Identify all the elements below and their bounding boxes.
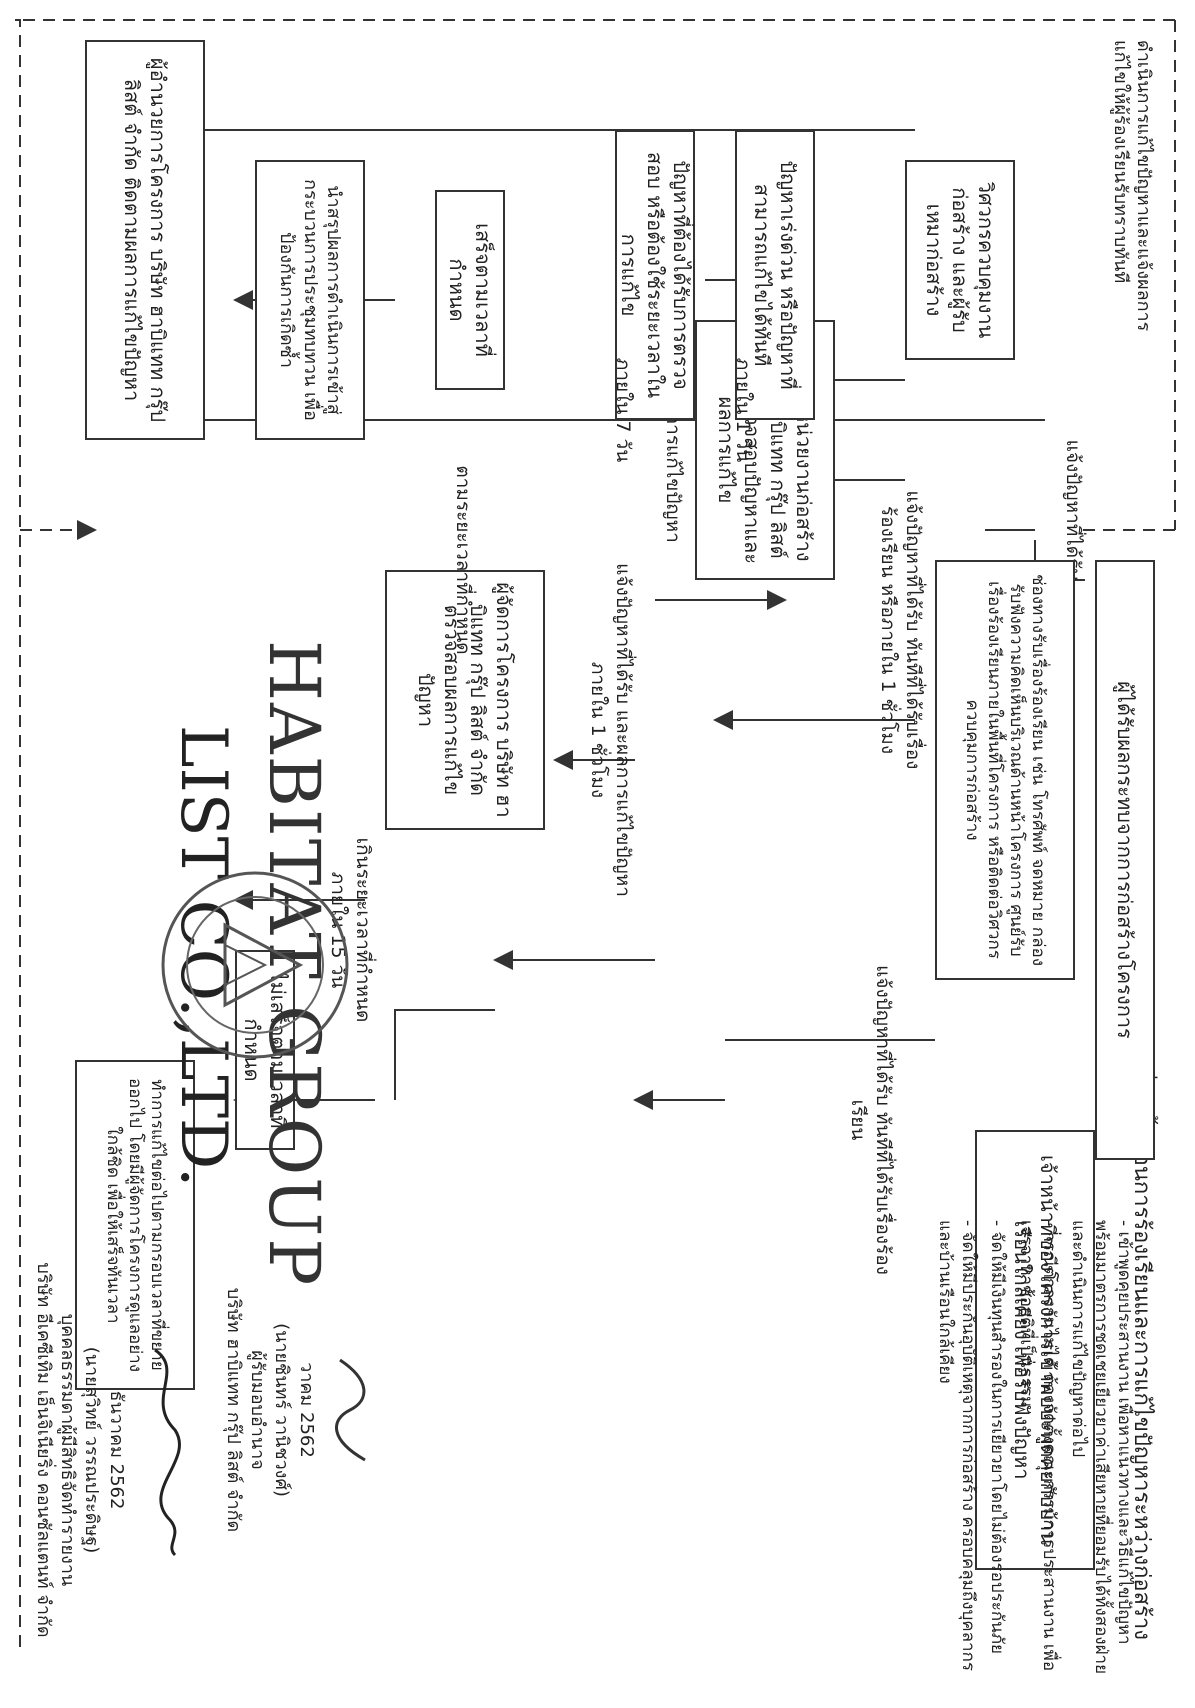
note-2: - กรณีตกลงกันไม่ได้ ต้องจัดตั้งคณะกรรมกา…	[1016, 1220, 1060, 1672]
box-summary: นำสรุปผลการดำเนินการเข้าสู่กระบวนการประช…	[255, 160, 365, 440]
sig2-name: (นายสุวิทย์ วรรณประดิษฐ)	[81, 1346, 103, 1554]
dashed-border-bottom	[15, 19, 21, 1650]
note-4: - จัดให้มีประกันอุบัติเหตุจากการก่อสร้าง…	[935, 1220, 979, 1671]
label-7day: ภายใน 7 วัน	[612, 357, 634, 463]
notes-list: - เข้าพูดคุยประสานงาน เพื่อหาแนวทางและวิ…	[934, 1220, 1136, 1680]
label-report-to-pm: แจ้งปัญหาที่ได้รับ และผลการแก้ไขปัญหา ภา…	[587, 563, 634, 897]
company-seal-icon	[161, 871, 349, 1059]
label-report-1h: แจ้งปัญหาที่ได้รับ ทันทีที่ได้รับเรื่องร…	[877, 490, 924, 770]
note-3: - จัดให้มีเงินทุนสำรองในการเยียวยาโดยไม่…	[987, 1220, 1008, 1654]
label-within-time: ตามระยะเวลาที่กำหนด	[452, 465, 474, 655]
label-1day: ภายใน 1 วัน	[732, 357, 754, 463]
sig2-date: ธันวาคม 2562	[105, 1390, 127, 1510]
sig2-company: บริษัท อีเคซีเทิม เอ็นจิเนียริ่ง คอนซัลแ…	[32, 1262, 54, 1638]
sig1-company: บริษัท ฮาบิแทท กรุ๊ป ลิสต์ จำกัด	[222, 1287, 244, 1533]
line-over-time	[394, 1009, 495, 1100]
signature-block-1: วาคม 2562 (นายชินทร์ วานิชวงศ์) ผู้รับมอ…	[221, 1230, 375, 1590]
sig1-role: ผู้รับมอบอำนาจ	[247, 1350, 269, 1470]
sig1-name: (นายชินทร์ วานิชวงศ์)	[271, 1323, 293, 1497]
signature-icon	[335, 1358, 366, 1462]
side-note: ดำเนินการแก้ไขปัญหาและแจ้งผลการแก้ไขให้ผ…	[1109, 40, 1154, 332]
note-1: - เข้าพูดคุยประสานงาน เพื่อหาแนวทางและวิ…	[1068, 1220, 1134, 1675]
signature-block-2: ธันวาคม 2562 (นายสุวิทย์ วรรณประดิษฐ) บุ…	[31, 1230, 195, 1670]
sig2-role: บุคคลธรรมดาผู้มีสิทธิจัดทำรายงาน	[57, 1313, 79, 1587]
label-report-staff: แจ้งปัญหาที่ได้รับ ทันทีที่ได้รับเรื่องร…	[847, 965, 894, 1275]
box-done-ontime: เสร็จตามเวลาที่กำหนด	[435, 190, 505, 390]
box-director: ผู้อำนวยการโครงการ บริษัท ฮาบิแทท กรุ๊ป …	[85, 40, 205, 440]
box-receive: ผู้ได้รับผลกระทบจากการก่อสร้างโครงการ	[1095, 560, 1155, 1160]
box-engineer: วิศวกรควบคุมงานก่อสร้าง และผู้รับเหมาก่อ…	[905, 160, 1015, 360]
signature-icon	[154, 1348, 181, 1557]
box-channels: ช่องทางรับเรื่องร้องเรียน เช่น โทรศัพท์ …	[935, 560, 1075, 980]
sig1-date: วาคม 2562	[295, 1362, 317, 1458]
